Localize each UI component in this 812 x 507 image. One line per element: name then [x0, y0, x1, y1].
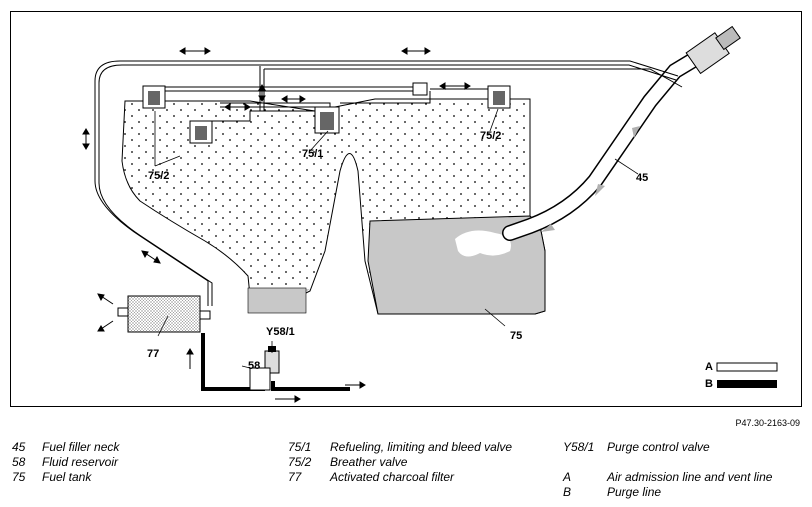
legend-num: A	[563, 470, 572, 484]
legend-num: 75/1	[288, 440, 312, 454]
label-77: 77	[147, 348, 159, 360]
legend-num: 75/2	[288, 455, 312, 469]
filler-nozzle	[715, 25, 741, 51]
legend-text: Air admission line and vent line	[607, 470, 773, 484]
line-type-key: A B	[705, 361, 778, 390]
legend-text: Breather valve	[330, 455, 408, 469]
fuel-flow-arrow	[595, 184, 605, 196]
key-a-label: A	[705, 361, 713, 373]
fluid-reservoir	[249, 367, 271, 391]
legend-num: 45	[12, 440, 26, 454]
breather-valve-left-top	[142, 85, 166, 109]
refueling-limiting-valve	[314, 106, 340, 134]
legend-num: Y58/1	[563, 440, 595, 454]
legend-text: Fluid reservoir	[42, 455, 119, 469]
label-75-2-right: 75/2	[480, 130, 501, 142]
reference-code: P47.30-2163-09	[735, 418, 800, 428]
fuel-system-diagram: 75/2 75/1 75/2 45 75 77 58 Y58/1 A B	[82, 25, 778, 403]
label-75-2-left: 75/2	[148, 170, 169, 182]
key-b-label: B	[705, 378, 713, 390]
legend-num: 75	[12, 470, 26, 484]
legend-num: B	[563, 485, 572, 499]
legend-num: 58	[12, 455, 26, 469]
fuel-filler-neck	[502, 25, 741, 241]
label-45: 45	[636, 172, 648, 184]
legend-text: Fuel tank	[42, 470, 92, 484]
line-connector	[412, 82, 428, 96]
activated-charcoal-filter	[117, 295, 211, 333]
label-58: 58	[248, 360, 260, 372]
fuel-pool-left	[247, 287, 307, 314]
legend-text: Purge line	[607, 485, 662, 499]
key-a-line	[716, 362, 778, 372]
label-y58-1: Y58/1	[266, 326, 295, 338]
legend-text: Fuel filler neck	[42, 440, 120, 454]
flow-arrows	[82, 47, 471, 403]
breather-valve-right	[487, 85, 511, 109]
leader-lines	[154, 108, 639, 369]
purge-line	[201, 333, 350, 391]
fuel-flow-arrow	[541, 224, 555, 232]
key-b-line	[717, 380, 777, 388]
label-75-1: 75/1	[302, 148, 323, 160]
fuel-tank	[121, 98, 546, 315]
label-75: 75	[510, 330, 522, 342]
breather-valve-left-bottom	[189, 120, 213, 144]
legend-text: Purge control valve	[607, 440, 710, 454]
fuel-flow-arrow	[632, 126, 640, 138]
legend-num: 77	[288, 470, 302, 484]
legend-text: Activated charcoal filter	[330, 470, 455, 484]
legend-text: Refueling, limiting and bleed valve	[330, 440, 513, 454]
fuel-slosh	[455, 230, 511, 257]
